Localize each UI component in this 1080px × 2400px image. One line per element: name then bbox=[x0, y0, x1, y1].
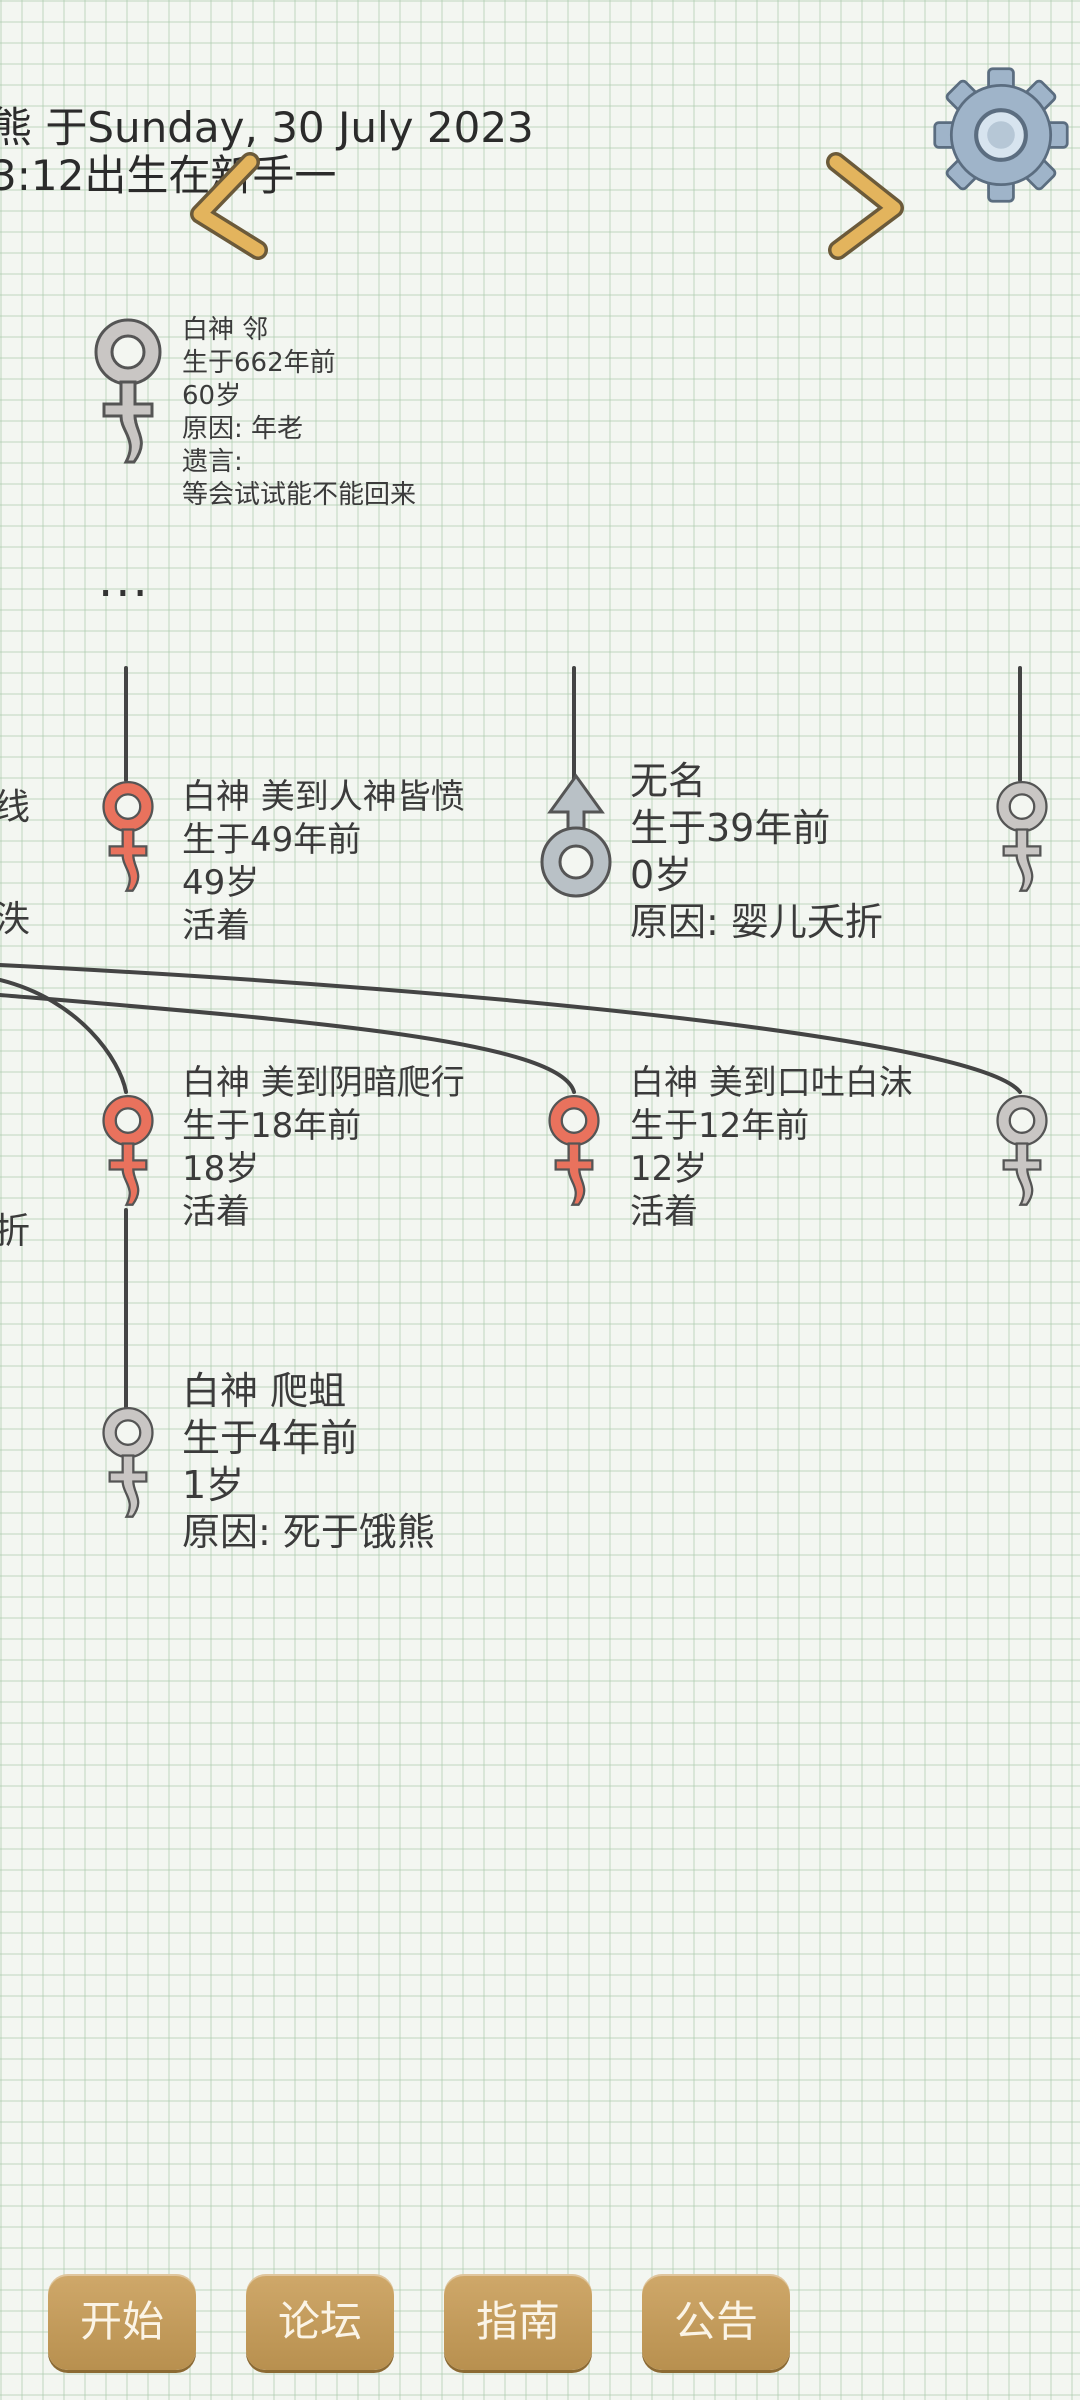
person-status: 活着 bbox=[630, 1192, 698, 1232]
person-name: 白神 爬蛆 bbox=[182, 1369, 347, 1413]
ancestor-born: 生于662年前 bbox=[182, 348, 336, 378]
person-name: 白神 美到口吐白沫 bbox=[630, 1063, 913, 1103]
person-status: 活着 bbox=[182, 1192, 250, 1232]
chevron-right-icon bbox=[826, 152, 904, 260]
chevron-left-icon bbox=[190, 152, 268, 260]
person-info: 白神 爬蛆 生于4年前 1岁 原因: 死于饿熊 bbox=[182, 1368, 435, 1556]
female-symbol-icon bbox=[996, 780, 1048, 892]
female-symbol-icon bbox=[102, 1094, 154, 1206]
next-button[interactable] bbox=[814, 150, 914, 260]
female-symbol-icon bbox=[94, 318, 162, 464]
ancestor-will-label: 遗言: bbox=[182, 447, 243, 477]
offscreen-text-1: 线 bbox=[0, 787, 31, 828]
person-info: 白神 美到阴暗爬行 生于18年前 18岁 活着 bbox=[182, 1062, 465, 1234]
person-age: 18岁 bbox=[182, 1149, 260, 1189]
forum-button[interactable]: 论坛 bbox=[246, 2274, 394, 2370]
offscreen-text-2: 泆 bbox=[0, 899, 31, 940]
person-age: 49岁 bbox=[182, 863, 260, 903]
male-symbol-icon bbox=[540, 773, 612, 898]
female-symbol-icon bbox=[996, 1094, 1048, 1206]
person-status: 活着 bbox=[182, 906, 250, 946]
person-info: 白神 美到口吐白沫 生于12年前 12岁 活着 bbox=[630, 1062, 913, 1234]
previous-button[interactable] bbox=[178, 152, 278, 262]
notice-button[interactable]: 公告 bbox=[642, 2274, 790, 2370]
person-status: 原因: 死于饿熊 bbox=[182, 1510, 435, 1554]
ancestor-info: 白神 邻 生于662年前 60岁 原因: 年老 遗言: 等会试试能不能回来 bbox=[182, 314, 416, 512]
person-age: 12岁 bbox=[630, 1149, 708, 1189]
person-name: 白神 美到阴暗爬行 bbox=[182, 1063, 465, 1103]
birth-info-line-1: 熊 于Sunday, 30 July 2023 bbox=[0, 103, 534, 152]
bottom-navigation: 开始 论坛 指南 公告 bbox=[0, 2270, 1080, 2380]
person-age: 0岁 bbox=[630, 853, 693, 897]
guide-button[interactable]: 指南 bbox=[444, 2274, 592, 2370]
offscreen-text-3: 折 bbox=[0, 1211, 31, 1252]
person-born: 生于39年前 bbox=[630, 806, 831, 850]
more-ancestors-ellipsis[interactable]: ... bbox=[98, 552, 150, 608]
female-symbol-icon bbox=[102, 780, 154, 892]
person-born: 生于12年前 bbox=[630, 1106, 810, 1146]
female-symbol-icon bbox=[548, 1094, 600, 1206]
start-button[interactable]: 开始 bbox=[48, 2274, 196, 2370]
ancestor-age: 60岁 bbox=[182, 381, 242, 411]
ancestor-name: 白神 邻 bbox=[182, 315, 269, 345]
ancestor-cause: 原因: 年老 bbox=[182, 414, 304, 444]
gear-icon bbox=[933, 67, 1069, 203]
person-age: 1岁 bbox=[182, 1463, 245, 1507]
birth-info-line-2: 3:12出生在新手一 bbox=[0, 151, 337, 200]
person-name: 白神 美到人神皆愤 bbox=[182, 777, 465, 817]
settings-button[interactable] bbox=[932, 66, 1070, 204]
ancestor-will: 等会试试能不能回来 bbox=[182, 480, 417, 510]
female-symbol-icon bbox=[102, 1406, 154, 1518]
person-status: 原因: 婴儿夭折 bbox=[630, 900, 883, 944]
person-born: 生于49年前 bbox=[182, 820, 362, 860]
person-born: 生于18年前 bbox=[182, 1106, 362, 1146]
person-info: 白神 美到人神皆愤 生于49年前 49岁 活着 bbox=[182, 776, 465, 948]
person-info: 无名 生于39年前 0岁 原因: 婴儿夭折 bbox=[630, 758, 883, 946]
person-born: 生于4年前 bbox=[182, 1416, 359, 1460]
person-name: 无名 bbox=[630, 759, 707, 803]
